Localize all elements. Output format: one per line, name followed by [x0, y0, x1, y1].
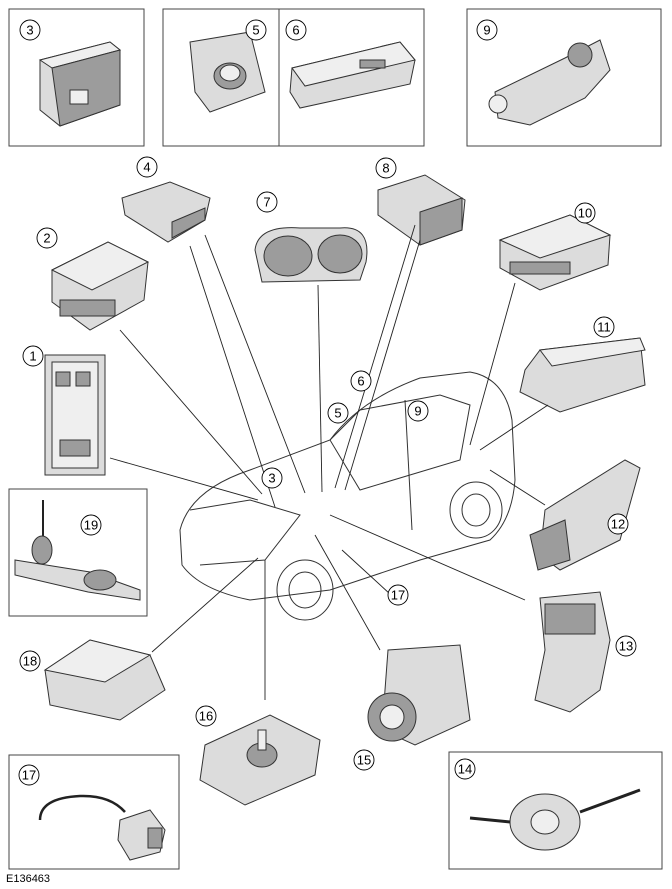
callout-label: 2: [43, 231, 50, 246]
callout-label: 5: [252, 23, 259, 38]
callout-label: 9: [414, 404, 421, 419]
callout-label: 6: [357, 374, 364, 389]
callout-label: 9: [483, 23, 490, 38]
component-16-actuator: [199, 714, 321, 806]
leader-lines: [109, 224, 549, 700]
component-6-module: [289, 41, 416, 109]
callout-label: 6: [292, 23, 299, 38]
component-1-fuse-box: [44, 354, 106, 476]
callout-7: 7: [256, 191, 278, 213]
callout-10: 10: [574, 202, 596, 224]
component-9-ignition-lock: [488, 39, 611, 126]
callout-11: 11: [593, 316, 615, 338]
callout-label: 17: [22, 768, 36, 783]
callout-3: 3: [19, 19, 41, 41]
component-18-module: [43, 639, 166, 721]
callout-15: 15: [353, 749, 375, 771]
component-14-steering-column-switch: [469, 788, 641, 851]
callout-4: 4: [136, 156, 158, 178]
callout-13: 13: [615, 635, 637, 657]
inset-frame-19: [8, 488, 148, 617]
callout-8: 8: [375, 157, 397, 179]
inset-frame-17: [8, 754, 180, 870]
component-15-abs-unit: [367, 644, 471, 746]
callout-18: 18: [19, 650, 41, 672]
callout-19: 19: [80, 514, 102, 536]
component-10-module: [498, 214, 612, 291]
callout-label: 1: [29, 349, 36, 364]
inset-frame-3: [8, 8, 145, 147]
callout-label: 17: [391, 588, 405, 603]
component-7-instrument-cluster: [254, 227, 368, 283]
component-4-module: [121, 181, 211, 243]
callout-label: 4: [143, 160, 150, 175]
callout-label: 14: [458, 762, 472, 777]
inset-frame-9: [466, 8, 662, 147]
inset-frame-14: [448, 751, 663, 870]
callout-label: 5: [334, 406, 341, 421]
callout-label: 10: [578, 206, 592, 221]
component-8-module: [377, 174, 466, 246]
callout-1: 1: [22, 345, 44, 367]
callout-label: 15: [357, 753, 371, 768]
callout-5-on-car: 5: [327, 402, 349, 424]
callout-label: 3: [26, 23, 33, 38]
vehicle-outline: [179, 371, 516, 621]
callout-17-on-car: 17: [387, 584, 409, 606]
callout-label: 7: [263, 195, 270, 210]
component-17-sensor: [38, 794, 166, 861]
callout-label: 19: [84, 518, 98, 533]
component-12-module: [529, 459, 641, 571]
component-19-steering-rack: [14, 500, 141, 601]
callout-17: 17: [18, 764, 40, 786]
callout-label: 12: [611, 517, 625, 532]
figure-reference: E136463: [6, 873, 50, 885]
callout-9-on-car: 9: [407, 400, 429, 422]
callout-14: 14: [454, 758, 476, 780]
callout-9: 9: [476, 19, 498, 41]
callout-label: 11: [597, 320, 611, 335]
callout-16: 16: [195, 705, 217, 727]
callout-6-on-car: 6: [350, 370, 372, 392]
callout-5: 5: [245, 19, 267, 41]
callout-label: 3: [268, 471, 275, 486]
component-13-switch-assembly: [534, 591, 611, 713]
callout-label: 18: [23, 654, 37, 669]
component-11-module: [519, 337, 646, 413]
callout-6: 6: [285, 19, 307, 41]
callout-2: 2: [36, 227, 58, 249]
callout-label: 8: [382, 161, 389, 176]
callout-3-on-car: 3: [261, 467, 283, 489]
component-3-ecm: [38, 41, 122, 127]
callout-12: 12: [607, 513, 629, 535]
callout-label: 16: [199, 709, 213, 724]
inset-frame-5-6: [162, 8, 425, 147]
component-2-module: [50, 241, 150, 331]
callout-label: 13: [619, 639, 633, 654]
component-5-module: [189, 31, 266, 113]
